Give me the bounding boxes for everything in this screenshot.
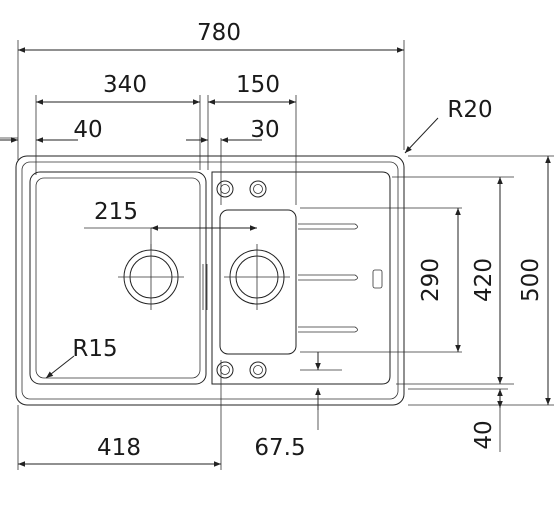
drainer-area xyxy=(211,171,391,385)
label-780: 780 xyxy=(197,20,241,46)
label-30: 30 xyxy=(250,117,279,143)
label-r15: R15 xyxy=(72,336,117,362)
label-418: 418 xyxy=(97,435,141,461)
label-340: 340 xyxy=(103,72,147,98)
label-420: 420 xyxy=(471,258,497,302)
dimension-labels: 780 340 150 40 30 R20 215 R15 418 67.5 2… xyxy=(72,20,544,461)
sink-outline xyxy=(15,155,405,406)
label-40-top: 40 xyxy=(73,117,102,143)
dimension-lines xyxy=(0,47,551,467)
label-40-bottom: 40 xyxy=(471,420,497,449)
label-150: 150 xyxy=(236,72,280,98)
outer-sink-edge xyxy=(15,155,405,406)
label-215: 215 xyxy=(94,199,138,225)
main-bowl-inner xyxy=(35,177,201,379)
main-drain-icon xyxy=(118,244,184,310)
label-290: 290 xyxy=(418,258,444,302)
label-67-5: 67.5 xyxy=(254,435,305,461)
label-500: 500 xyxy=(518,258,544,302)
tap-holes xyxy=(216,180,267,379)
inner-sink-edge xyxy=(21,161,399,400)
overflow-slot xyxy=(372,269,383,289)
extension-lines xyxy=(0,40,554,470)
second-drain-icon xyxy=(224,244,290,310)
drainer-ribs xyxy=(298,223,358,333)
second-bowl xyxy=(219,209,297,355)
main-bowl xyxy=(29,171,207,385)
label-r20: R20 xyxy=(447,97,492,123)
